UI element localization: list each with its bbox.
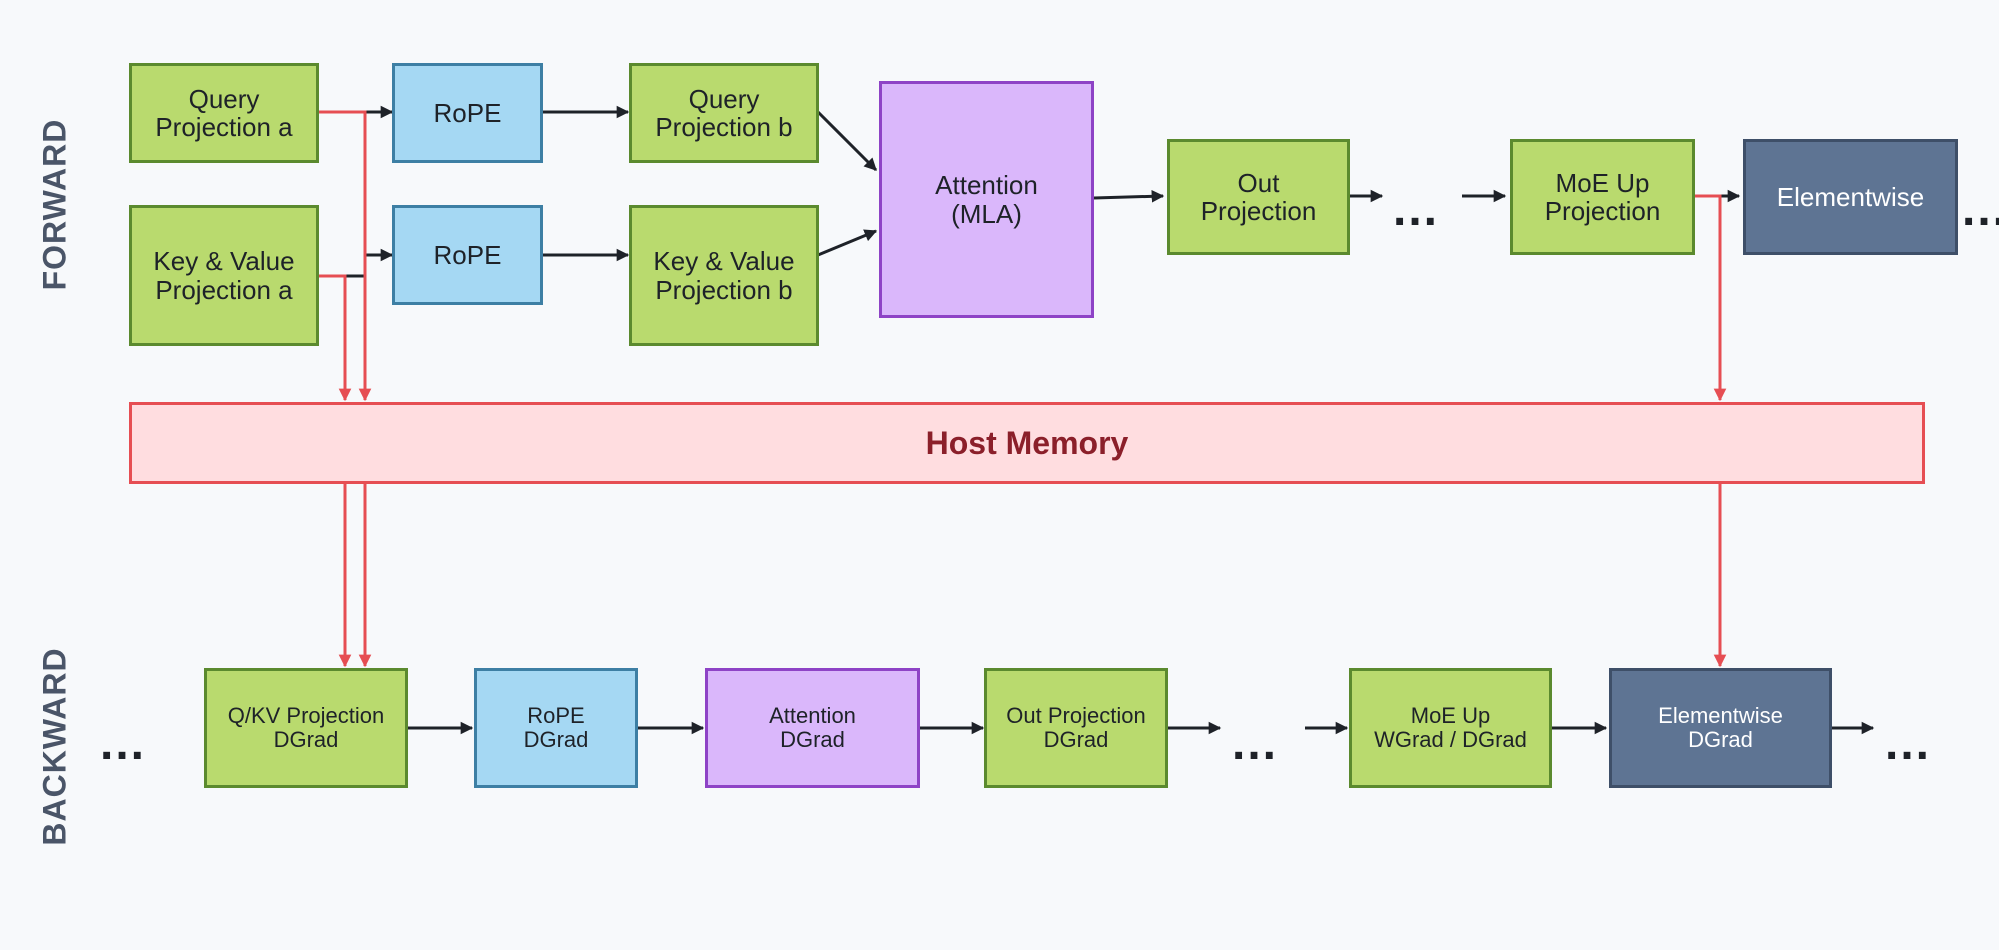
rope-kv-node: RoPE xyxy=(392,205,543,305)
kv-projection-b-node: Key & Value Projection b xyxy=(629,205,819,346)
arrow-qproj-b-to-attention xyxy=(816,110,878,172)
forward-ellipsis-middle: ... xyxy=(1393,183,1440,236)
kv-projection-a-node: Key & Value Projection a xyxy=(129,205,319,346)
backward-ellipsis-start: ... xyxy=(100,717,147,770)
arrow-kvproj-b-to-attention xyxy=(817,229,878,257)
elementwise-node: Elementwise xyxy=(1743,139,1958,255)
rope-query-node: RoPE xyxy=(392,63,543,163)
out-projection-dgrad-node: Out Projection DGrad xyxy=(984,668,1168,788)
arrow-attention-to-outproj xyxy=(1093,190,1165,203)
offload-qproj-a xyxy=(318,110,372,402)
offload-moeup xyxy=(1695,194,1727,402)
rope-dgrad-node: RoPE DGrad xyxy=(474,668,638,788)
forward-ellipsis-end: ... xyxy=(1962,183,1999,236)
moe-up-projection-node: MoE Up Projection xyxy=(1510,139,1695,255)
attention-dgrad-node: Attention DGrad xyxy=(705,668,920,788)
moe-up-wgrad-dgrad-node: MoE Up WGrad / DGrad xyxy=(1349,668,1552,788)
forward-label: FORWARD xyxy=(36,118,73,291)
backward-label: BACKWARD xyxy=(36,647,73,846)
offload-kvproj-a xyxy=(318,274,352,402)
qkv-projection-dgrad-node: Q/KV Projection DGrad xyxy=(204,668,408,788)
out-projection-node: Out Projection xyxy=(1167,139,1350,255)
arrow-kvproj-a-to-rope xyxy=(318,248,394,278)
query-projection-b-node: Query Projection b xyxy=(629,63,819,163)
backward-ellipsis-end: ... xyxy=(1885,717,1932,770)
elementwise-dgrad-node: Elementwise DGrad xyxy=(1609,668,1832,788)
attention-mla-node: Attention (MLA) xyxy=(879,81,1094,318)
query-projection-a-node: Query Projection a xyxy=(129,63,319,163)
host-memory-bar: Host Memory xyxy=(129,402,1925,484)
backward-ellipsis-middle: ... xyxy=(1232,717,1279,770)
